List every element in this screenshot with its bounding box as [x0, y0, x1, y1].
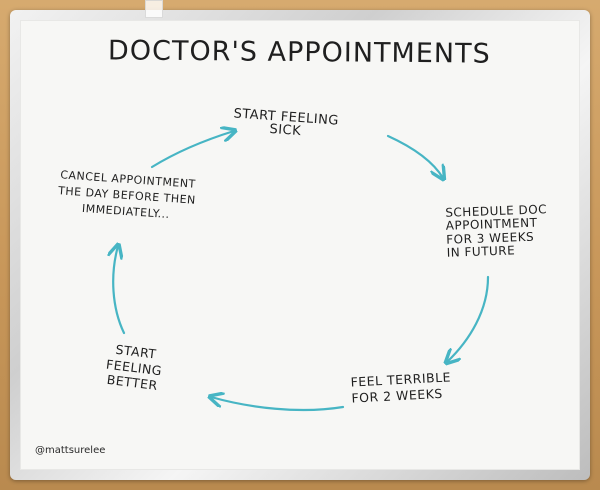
tape-piece [145, 0, 163, 18]
diagram-title: DOCTOR'S APPOINTMENTS [107, 35, 491, 70]
arrow-sick-to-schedule [386, 134, 443, 178]
arrow-better-to-cancel [113, 246, 126, 335]
step-start-feeling-better: START FEELING BETTER [103, 341, 164, 394]
arrow-terrible-to-better [211, 397, 345, 412]
step-schedule-doc-appointment: SCHEDULE DOC APPOINTMENT FOR 3 WEEKS IN … [445, 202, 549, 260]
step-feel-terrible: FEEL TERRIBLE FOR 2 WEEKS [350, 369, 452, 406]
author-credit: @mattsurelee [35, 445, 106, 456]
arrow-schedule-to-terrible [447, 275, 490, 362]
arrow-cancel-to-sick [150, 131, 234, 169]
step-cancel-appointment: CANCEL APPOINTMENT THE DAY BEFORE THEN I… [57, 167, 198, 224]
